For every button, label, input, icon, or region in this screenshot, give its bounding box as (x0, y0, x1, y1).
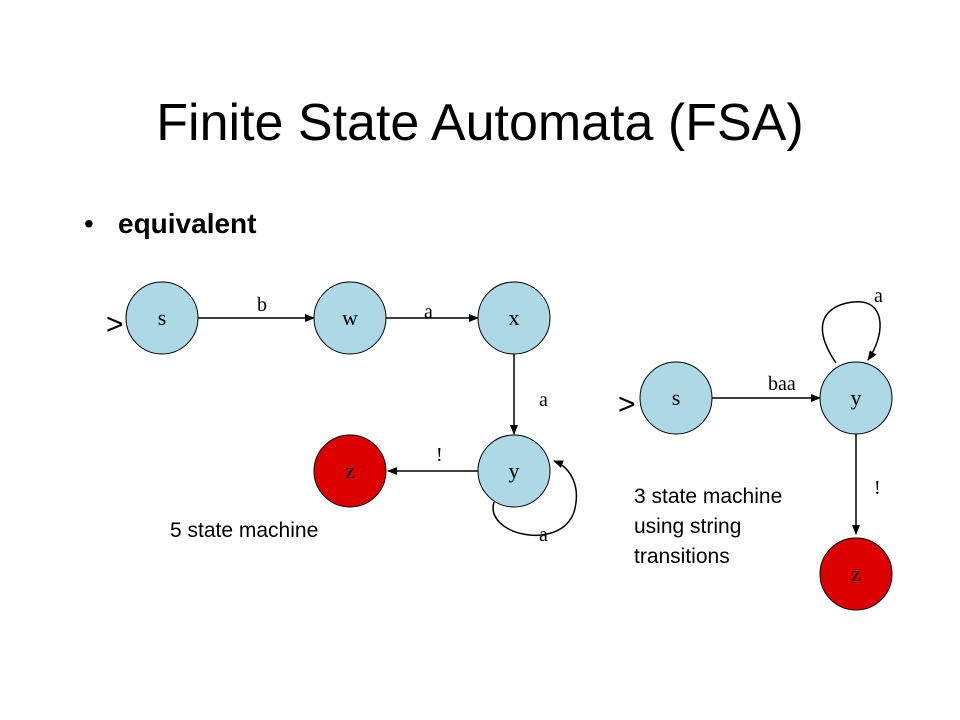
right-state-y: y (819, 361, 893, 435)
left-machine-caption: 5 state machine (170, 519, 319, 542)
left-state-w: w (313, 281, 387, 355)
state-label: s (158, 305, 167, 330)
right-edge-y-self-loop (821, 301, 881, 364)
right-edge-label-baa: baa (768, 373, 796, 395)
state-label: s (672, 385, 681, 410)
left-edge-label-b: b (257, 294, 267, 316)
left-start-marker: > (106, 308, 124, 341)
bullet-text: equivalent (118, 208, 257, 239)
left-state-y: y (477, 434, 551, 508)
left-edge-label-a2: a (539, 389, 548, 411)
left-edge-label-a1: a (424, 301, 433, 323)
left-machine: b a a ! a > s w x y z (106, 281, 578, 546)
state-label: y (851, 385, 862, 410)
right-edge-label-bang: ! (874, 477, 881, 499)
right-state-z-final: z (819, 537, 893, 611)
left-edge-label-a3: a (539, 524, 548, 546)
left-edge-y-self-loop (492, 460, 578, 536)
bullet-item: • equivalent (84, 208, 256, 240)
right-caption-line: transitions (634, 545, 730, 568)
left-state-x: x (477, 281, 551, 355)
right-caption-line: using string (634, 515, 742, 538)
slide-title: Finite State Automata (FSA) (156, 94, 804, 152)
right-edge-label-a: a (874, 285, 883, 307)
state-label: x (509, 305, 520, 330)
left-state-z-final: z (313, 434, 387, 508)
bullet-dot: • (84, 208, 94, 239)
left-edge-label-bang: ! (436, 444, 443, 466)
right-machine: baa a ! > s y z (618, 285, 893, 611)
state-label: w (342, 305, 358, 330)
right-start-marker: > (618, 388, 636, 421)
state-label: z (345, 458, 355, 483)
right-machine-caption: 3 state machine using string transitions (634, 482, 782, 572)
state-label: z (851, 561, 861, 586)
left-state-s: s (125, 281, 199, 355)
state-label: y (509, 458, 520, 483)
right-caption-line: 3 state machine (634, 485, 783, 508)
right-state-s: s (639, 361, 713, 435)
